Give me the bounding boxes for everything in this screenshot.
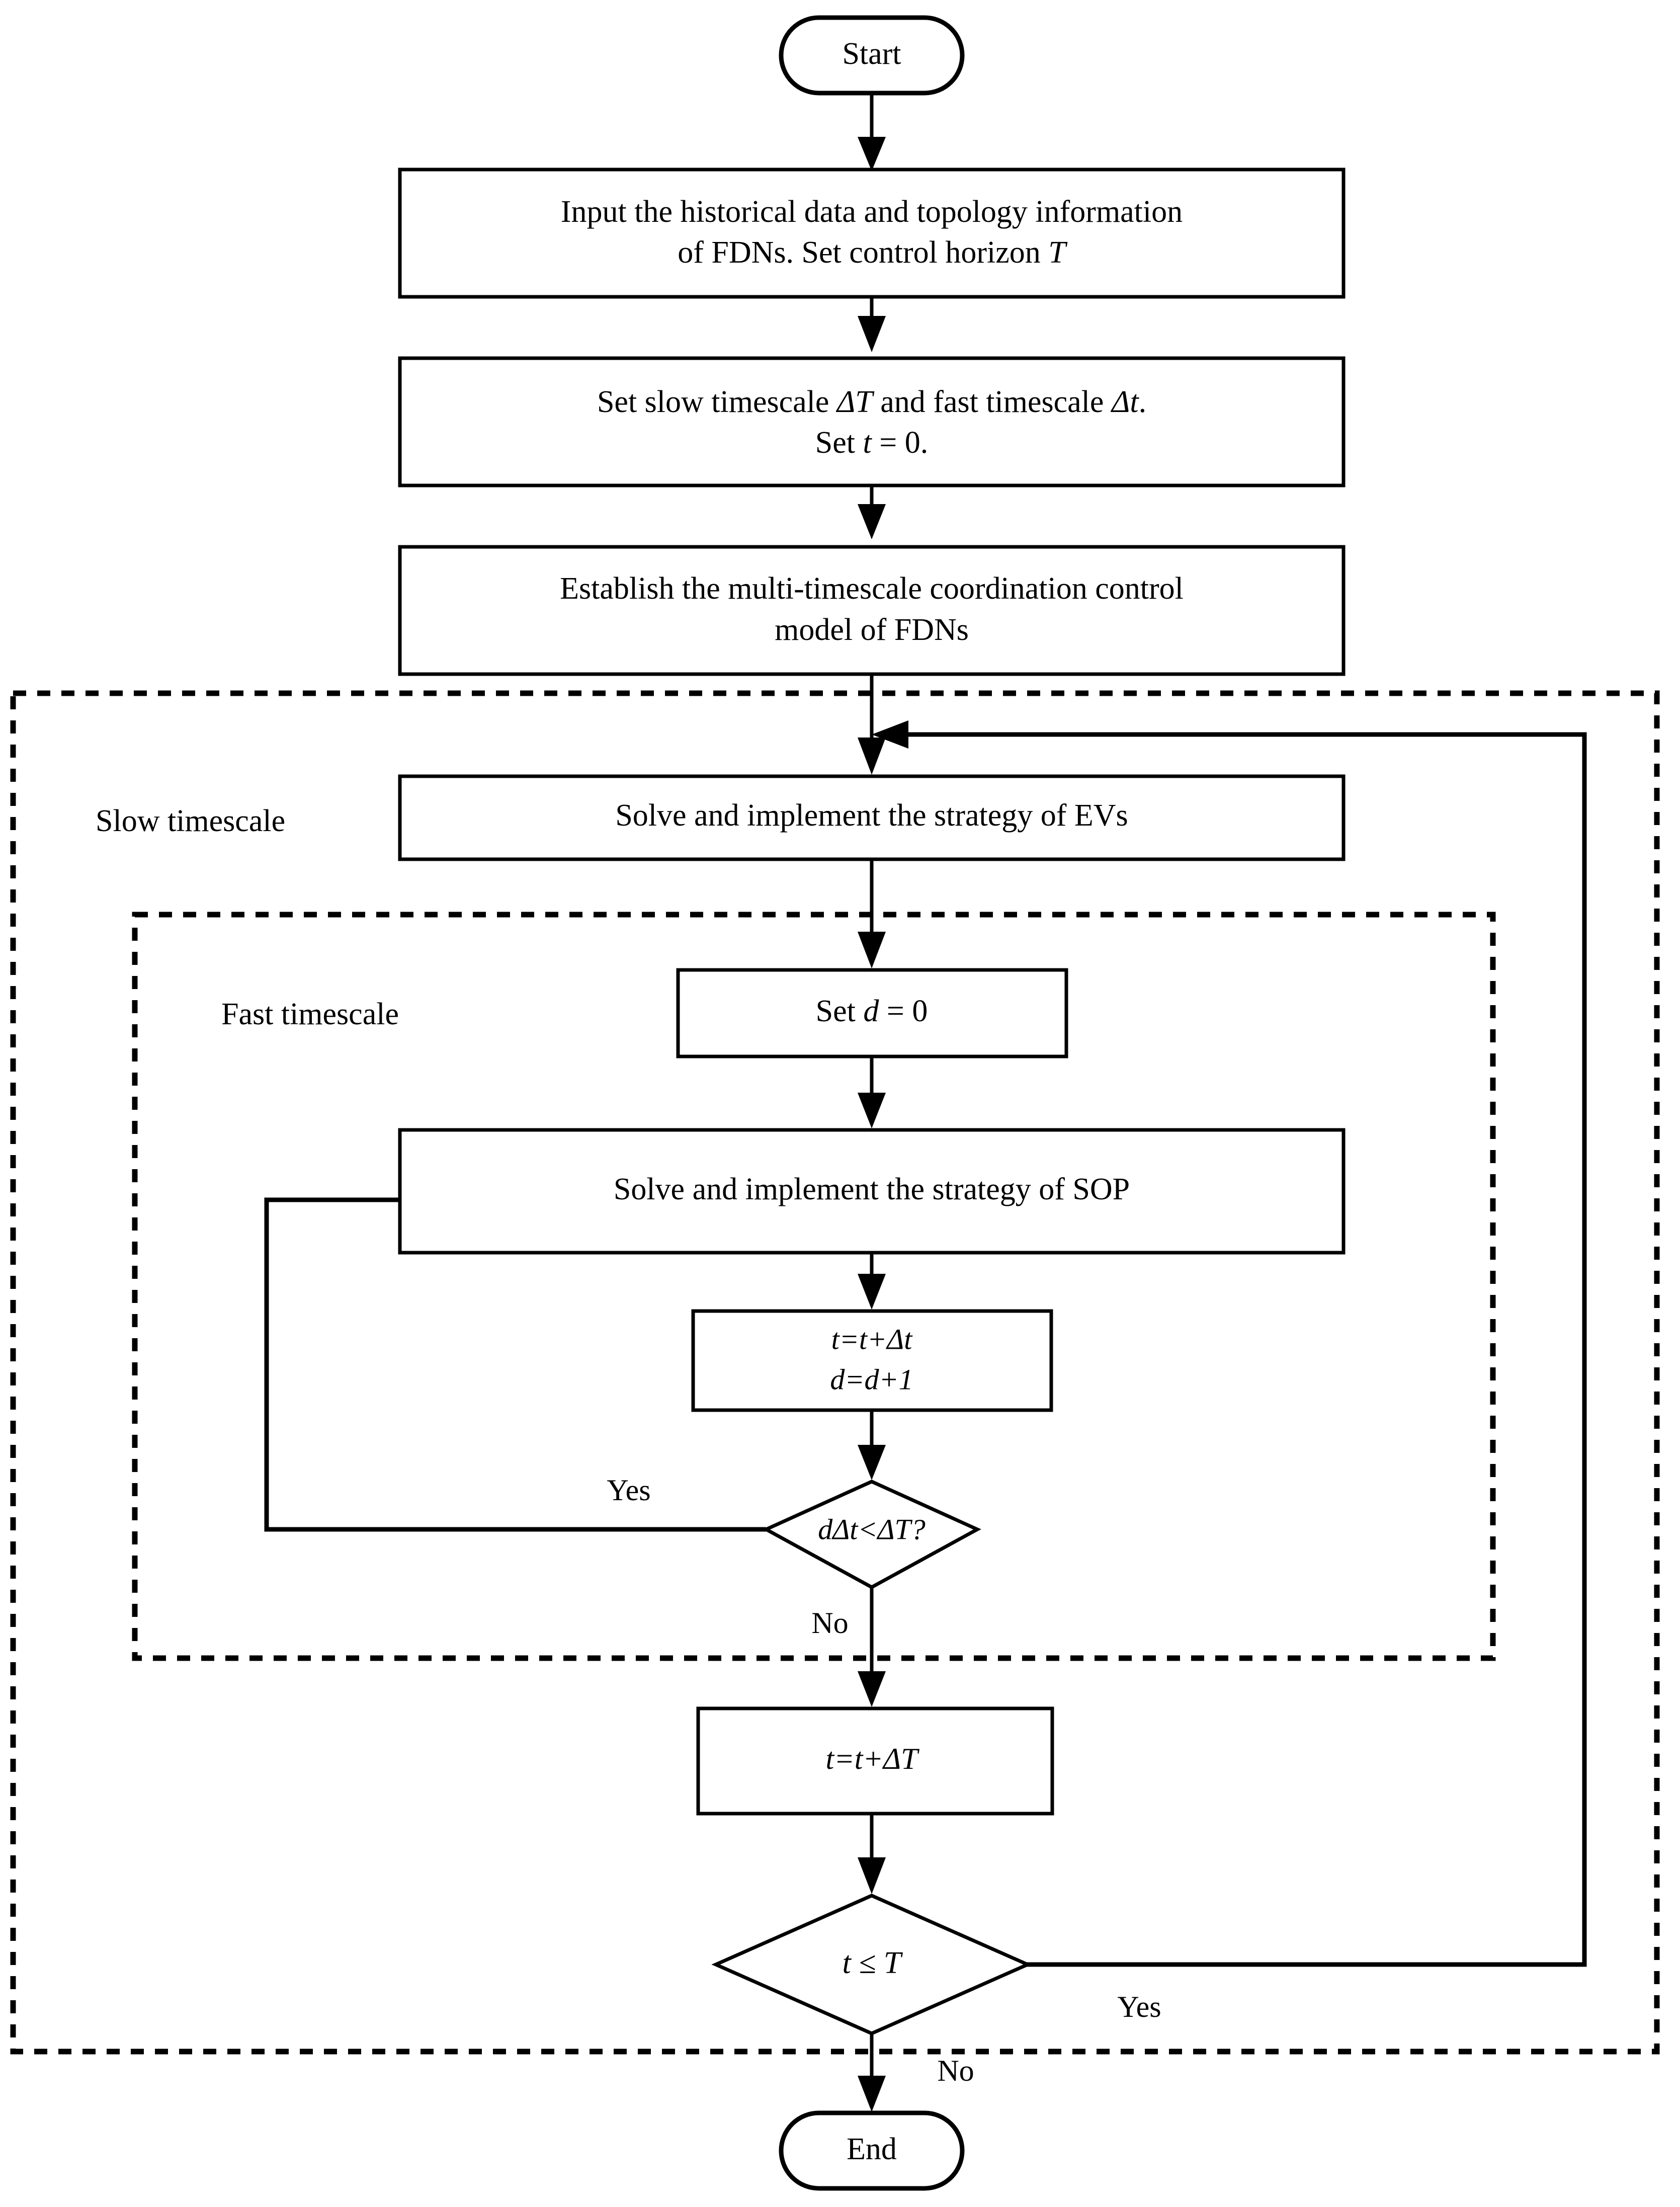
node-increment-fast[interactable]	[691, 1309, 1053, 1412]
arrowhead-decision-fast-no	[858, 1671, 886, 1707]
node-solve-evs-label: Solve and implement the strategy of EVs	[615, 798, 1128, 833]
node-input-data-line2-var: T	[1048, 235, 1068, 270]
node-decision-fast[interactable]	[762, 1480, 981, 1589]
arrowhead-solve-evs-to-set-d	[858, 932, 886, 968]
node-start[interactable]	[779, 15, 965, 96]
node-increment-fast-line1: t=t+Δt	[831, 1323, 913, 1355]
node-establish-model[interactable]	[398, 545, 1346, 676]
edge-label-fast-no: No	[811, 1606, 848, 1640]
set-t-a: Set	[815, 426, 863, 460]
node-input-data-line2: of FDNs. Set control horizon T	[678, 235, 1068, 270]
node-set-timescales-line1: Set slow timescale ΔT and fast timescale…	[597, 385, 1146, 419]
node-solve-sop[interactable]	[398, 1128, 1346, 1255]
group-slow-timescale-label: Slow timescale	[96, 804, 285, 838]
node-decision-fast-label: dΔt<ΔT?	[818, 1513, 926, 1545]
set-timescales-c: and fast timescale	[873, 385, 1112, 419]
node-set-d[interactable]	[676, 968, 1068, 1058]
node-solve-sop-label: Solve and implement the strategy of SOP	[614, 1172, 1130, 1206]
arrowhead-decision-slow-yes	[872, 720, 908, 749]
node-decision-slow[interactable]	[711, 1894, 1032, 2035]
edge-decision-slow-yes-loop	[893, 732, 1587, 1967]
set-d-a: Set	[816, 994, 864, 1028]
edge-label-slow-yes: Yes	[1117, 1990, 1161, 2023]
arrowhead-decision-slow-no	[858, 2076, 886, 2112]
set-timescales-a: Set slow timescale	[597, 385, 837, 419]
node-input-data-line1: Input the historical data and topology i…	[561, 195, 1183, 229]
node-establish-model-line2: model of FDNs	[775, 613, 969, 647]
arrowhead-input-to-timescales	[858, 316, 886, 352]
arrowhead-increment-slow-to-decision-slow	[858, 1857, 886, 1894]
group-fast-timescale-boundary	[132, 912, 1496, 1661]
node-increment-fast-line2: d=d+1	[830, 1363, 913, 1396]
arrowhead-solve-sop-to-increment-fast	[858, 1274, 886, 1310]
set-d-var: d	[863, 994, 879, 1028]
arrowhead-start-to-input	[858, 137, 886, 171]
node-start-label: Start	[842, 37, 901, 71]
node-decision-slow-label: t ≤ T	[843, 1946, 903, 1980]
arrowhead-establish-to-solve-evs	[858, 738, 886, 775]
set-timescales-delta-T: ΔT	[835, 385, 875, 419]
set-t-c: = 0.	[872, 426, 928, 460]
set-timescales-e: .	[1139, 385, 1147, 419]
node-end-label: End	[847, 2132, 897, 2166]
node-set-d-label: Set d = 0	[816, 994, 928, 1028]
node-establish-model-line1: Establish the multi-timescale coordinati…	[560, 571, 1184, 606]
node-set-timescales[interactable]	[398, 356, 1346, 487]
node-end[interactable]	[779, 2110, 965, 2191]
set-t-var: t	[863, 426, 873, 460]
edge-label-slow-no: No	[937, 2054, 974, 2087]
node-set-timescales-line2: Set t = 0.	[815, 426, 928, 460]
node-increment-slow-label: t=t+ΔT	[826, 1742, 920, 1775]
group-slow-timescale-boundary	[10, 690, 1660, 2055]
node-solve-evs[interactable]	[398, 774, 1346, 861]
set-d-c: = 0	[879, 994, 928, 1028]
arrowhead-increment-fast-to-decision-fast	[858, 1445, 886, 1480]
set-timescales-delta-t: Δt	[1110, 385, 1139, 419]
arrowhead-set-d-to-solve-sop	[858, 1093, 886, 1128]
node-input-data[interactable]	[398, 168, 1346, 299]
edge-label-fast-yes: Yes	[607, 1474, 650, 1507]
group-fast-timescale-label: Fast timescale	[221, 997, 399, 1031]
node-increment-slow[interactable]	[696, 1706, 1054, 1816]
node-input-data-line2-text: of FDNs. Set control horizon	[678, 235, 1048, 270]
arrowhead-timescales-to-establish	[858, 504, 886, 539]
